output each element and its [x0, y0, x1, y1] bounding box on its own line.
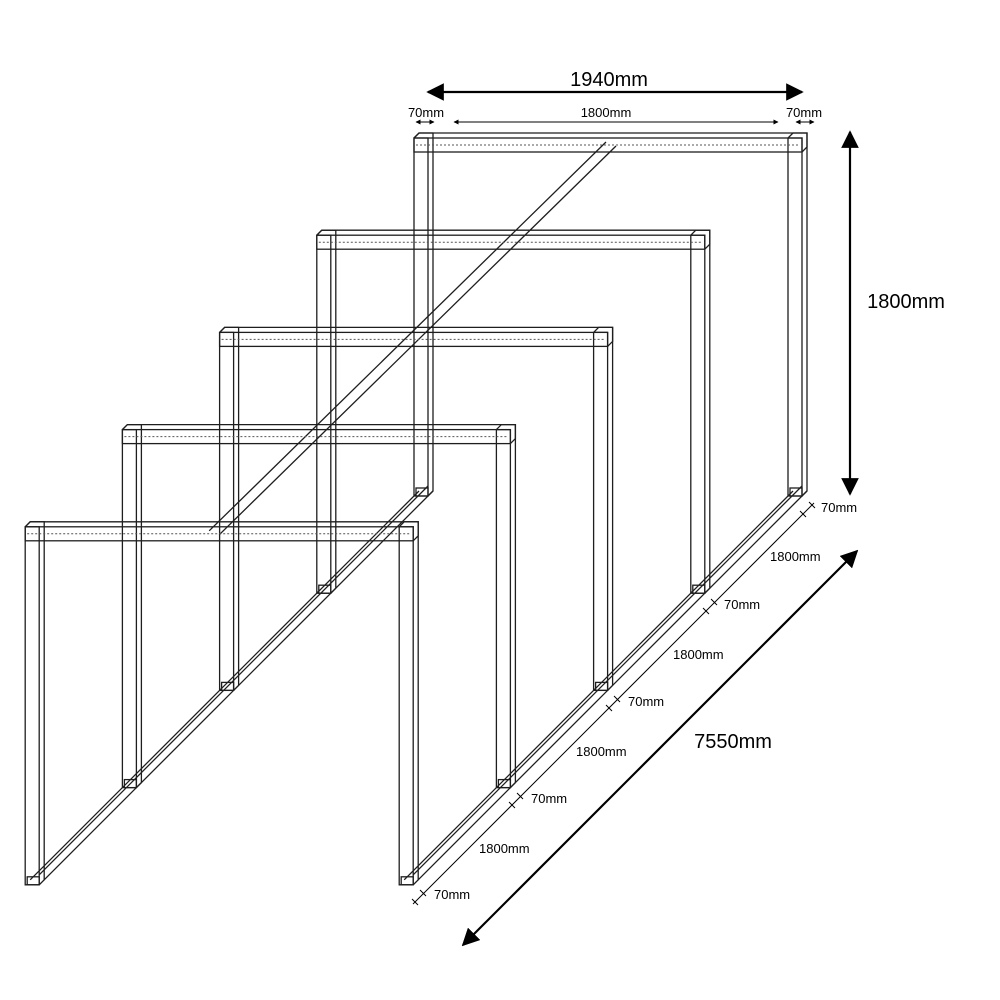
- segment-post-label-5: 70mm: [434, 887, 470, 902]
- frame-3-right-post: [592, 326, 614, 692]
- frame-4-top-beam-depth: [121, 423, 517, 445]
- frame-4-left-post: [121, 423, 143, 789]
- total-length-label: 7550mm: [694, 731, 772, 753]
- segment-dimension-line: [412, 502, 815, 905]
- frame-2-right-post: [690, 229, 711, 594]
- post-left-label: 70mm: [408, 105, 444, 120]
- overall-width-label: 1940mm: [570, 69, 648, 91]
- frame-4-right-post-edge: [496, 428, 512, 788]
- frame-structure: [24, 132, 808, 886]
- frame-4-left-foot: [123, 778, 138, 789]
- segment-tick-5: [613, 695, 621, 703]
- inner-span-label: 1800mm: [581, 105, 632, 120]
- frame-5-right-post: [398, 521, 419, 886]
- total-length-dimension-line: [461, 549, 859, 947]
- frame-5-left-post: [24, 521, 45, 886]
- post-right-label: 70mm: [786, 105, 822, 120]
- frame-4-right-post: [495, 423, 517, 789]
- frame-2-top-beam-depth: [316, 229, 711, 250]
- frame-1-left-foot: [415, 487, 429, 497]
- frame-5-left-foot: [26, 876, 40, 886]
- segment-tick-3: [710, 598, 718, 606]
- frame-5-right-post-edge: [399, 526, 414, 885]
- segment-tick-7: [516, 792, 524, 800]
- segment-post-label-4: 70mm: [531, 791, 567, 806]
- ridge-beam-edge-1: [208, 141, 607, 532]
- frame-4-top-beam: [121, 428, 512, 445]
- segment-post-label-1: 70mm: [821, 500, 857, 515]
- frame-5-top-beam-depth: [24, 521, 419, 542]
- segment-gap-label-4: 1800mm: [479, 841, 530, 856]
- frame-1-right-foot: [789, 487, 803, 497]
- frame-1-left-post-edge: [414, 137, 429, 496]
- frame-2-right-post-edge: [690, 234, 706, 594]
- height-label: 1800mm: [867, 291, 945, 313]
- segment-gap-label-3: 1800mm: [576, 744, 627, 759]
- frame-1-right-post-edge: [788, 137, 803, 496]
- frame-4-left-post-edge: [122, 428, 138, 788]
- frame-3-right-post-edge: [593, 331, 609, 691]
- frame-1-top-beam: [413, 137, 803, 153]
- frame-3-top-beam-depth: [219, 326, 614, 347]
- ridge-beam-edge-2: [218, 145, 617, 536]
- frame-2-left-post: [316, 229, 337, 594]
- frame-3-left-post: [218, 326, 240, 692]
- frame-2-left-foot: [318, 584, 332, 594]
- segment-dimension-marks: [411, 501, 816, 906]
- frame-3-left-post-edge: [219, 331, 235, 691]
- frame-5-right-foot: [400, 876, 414, 886]
- frame-3-top-beam: [218, 331, 609, 348]
- frame-5-left-post-edge: [25, 526, 40, 885]
- frame-3-left-foot: [220, 681, 235, 692]
- segment-gap-label-2: 1800mm: [673, 647, 724, 662]
- segment-gap-label-1: 1800mm: [770, 549, 821, 564]
- segment-post-label-3: 70mm: [628, 694, 664, 709]
- segment-post-label-2: 70mm: [724, 597, 760, 612]
- frame-5-top-beam: [24, 526, 414, 542]
- bottom-rail-right-top: [403, 490, 794, 881]
- segment-tick-9: [419, 889, 427, 897]
- frame-1-right-post: [787, 132, 808, 497]
- frame-2-top-beam: [316, 234, 706, 250]
- frame-1-top-beam-depth: [413, 132, 808, 153]
- bottom-rail-left-top: [29, 490, 420, 881]
